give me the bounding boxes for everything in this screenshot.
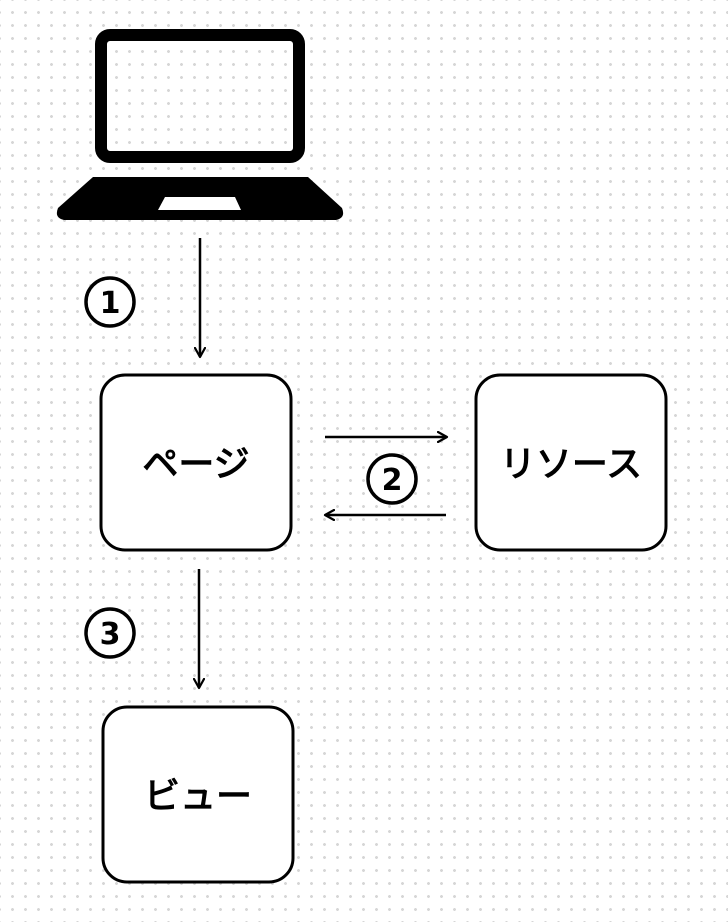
node-resource: リソース (474, 373, 668, 552)
node-page-label: ページ (142, 444, 249, 485)
laptop-icon (56, 29, 344, 220)
node-view: ビュー (101, 705, 295, 884)
step-number-3: 3 (100, 617, 121, 652)
step-badge-1: 1 (84, 276, 136, 328)
step-number-1: 1 (100, 286, 121, 321)
node-view-label: ビュー (144, 776, 252, 817)
step-number-2: 2 (382, 463, 403, 498)
node-resource-label: リソース (500, 444, 642, 485)
step-badge-2: 2 (366, 453, 418, 505)
node-page: ページ (99, 373, 293, 552)
step-badge-3: 3 (84, 607, 136, 659)
